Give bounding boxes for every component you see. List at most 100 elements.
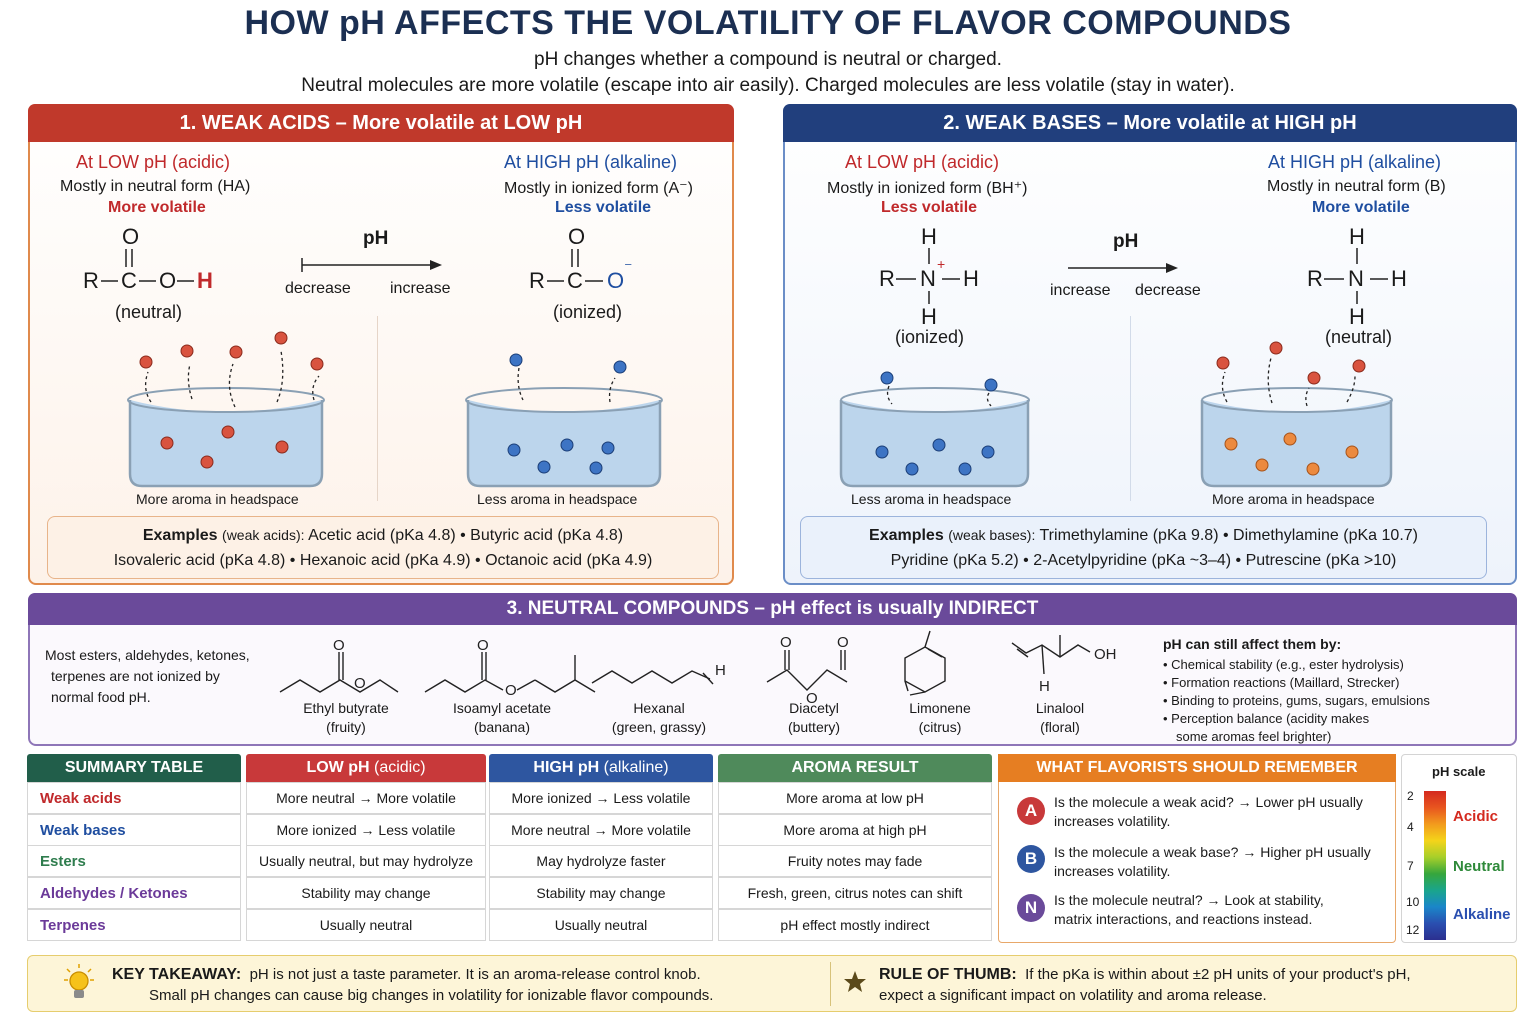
- item-line: increases volatility.: [1054, 863, 1171, 879]
- item-line: Is the molecule a weak base? → Higher pH…: [1054, 844, 1371, 860]
- carboxylate-bonds: [547, 249, 603, 282]
- acid-left-vol: More volatile: [108, 199, 206, 216]
- base-left-caption: Less aroma in headspace: [851, 491, 1012, 507]
- compound-note: (green, grassy): [611, 719, 707, 735]
- acid-left-title: At LOW pH (acidic): [76, 152, 231, 172]
- badge-a: A: [1017, 797, 1045, 825]
- table-header-low: LOW pH (acidic): [246, 754, 486, 782]
- weak-acids-heading: 1. WEAK ACIDS – More volatile at LOW pH: [28, 104, 734, 142]
- atom-c: C: [121, 268, 137, 293]
- weak-acids-panel: 1. WEAK ACIDS – More volatile at LOW pH …: [28, 104, 734, 585]
- acid-arrow-label: pH: [363, 228, 389, 249]
- rule-of-thumb: RULE OF THUMB: If the pKa is within abou…: [879, 964, 1411, 1006]
- examples-label: Examples: [869, 527, 944, 544]
- badge-b: B: [1017, 845, 1045, 873]
- atom-n: N: [1348, 266, 1364, 291]
- o-label: O: [505, 682, 517, 699]
- acid-arrow-right: increase: [390, 280, 451, 297]
- minus-charge: ⁻: [624, 260, 633, 277]
- table-cell: More aroma at low pH: [718, 782, 992, 814]
- affect-item: Binding to proteins, gums, sugars, emuls…: [1171, 693, 1430, 708]
- acid-bonds: [101, 249, 194, 282]
- remember-item: Is the molecule neutral? → Look at stabi…: [1054, 891, 1324, 929]
- remember-heading: WHAT FLAVORISTS SHOULD REMEMBER: [998, 754, 1396, 782]
- neutral-intro: Most esters, aldehydes, ketones, terpene…: [45, 645, 250, 708]
- base-examples-line1: Trimethylamine (pKa 9.8) • Dimethylamine…: [1039, 527, 1418, 544]
- ph-gradient-bar: [1424, 791, 1446, 940]
- oh-label: OH: [1094, 646, 1117, 663]
- o-label: O: [780, 634, 792, 651]
- header-text: HIGH pH: [533, 759, 600, 776]
- item-line: Is the molecule a weak acid? → Lower pH …: [1054, 794, 1363, 810]
- acid-right-vol: Less volatile: [555, 199, 652, 216]
- amine-bonds: [1324, 248, 1388, 304]
- compound-isoamyl-acetate: Isoamyl acetate(banana): [442, 699, 562, 737]
- table-row-label: Esters: [27, 845, 241, 877]
- compound-name: Hexanal: [633, 700, 685, 716]
- affect-item: Chemical stability (e.g., ester hydrolys…: [1171, 657, 1404, 672]
- table-cell: More ionized → Less volatile: [489, 782, 713, 814]
- atom-h: H: [1391, 266, 1407, 291]
- o-label: O: [806, 690, 818, 707]
- rule-line: If the pKa is within about ±2 pH units o…: [1025, 966, 1411, 983]
- base-arrow-label: pH: [1113, 231, 1139, 252]
- compound-note: (fruity): [326, 719, 366, 735]
- table-cell: Stability may change: [489, 877, 713, 909]
- header-sub: (alkaline): [603, 759, 669, 776]
- weak-bases-heading: 2. WEAK BASES – More volatile at HIGH pH: [783, 104, 1517, 142]
- plus-charge: +: [937, 256, 946, 272]
- h-label: H: [1039, 678, 1050, 695]
- acid-high-ph-beaker: [465, 353, 663, 488]
- compound-note: (citrus): [918, 719, 962, 735]
- base-ionized-label: (ionized): [895, 327, 965, 347]
- acid-low-ph-beaker: [127, 331, 325, 488]
- table-cell: pH effect mostly indirect: [718, 909, 992, 941]
- examples-label: Examples: [142, 527, 218, 544]
- atom-o: O: [568, 224, 586, 249]
- table-header-label: SUMMARY TABLE: [27, 754, 241, 782]
- o-label: O: [837, 634, 849, 651]
- base-left-title: At LOW pH (acidic): [845, 152, 1000, 172]
- atom-h: H: [921, 224, 937, 249]
- key-label: KEY TAKEAWAY:: [112, 966, 242, 983]
- ph-scale-panel: pH scale 2 4 7 10 12 Acidic Neutral Alka…: [1401, 754, 1517, 943]
- intro-line: terpenes are not ionized by: [51, 668, 220, 684]
- atom-n: N: [920, 266, 936, 291]
- table-cell: Usually neutral, but may hydrolyze: [246, 845, 486, 877]
- atom-h: H: [921, 304, 937, 329]
- atom-h: H: [1349, 304, 1365, 329]
- neutral-compounds-panel: 3. NEUTRAL COMPOUNDS – pH effect is usua…: [28, 593, 1517, 746]
- table-cell: More aroma at high pH: [718, 814, 992, 846]
- compound-note: (buttery): [787, 719, 841, 735]
- star-icon: [844, 971, 866, 992]
- table-header-result: AROMA RESULT: [718, 754, 992, 782]
- atom-o: O: [122, 224, 140, 249]
- base-right-form: Mostly in neutral form (B): [1267, 178, 1446, 195]
- atom-h-acidic: H: [197, 268, 213, 293]
- affect-item: Perception balance (acidity makes: [1171, 711, 1370, 726]
- table-cell: More ionized → Less volatile: [246, 814, 486, 846]
- examples-kind: (weak bases):: [948, 527, 1036, 543]
- base-ph-arrow: [1068, 263, 1178, 273]
- intro-line: normal food pH.: [51, 689, 151, 705]
- base-left-vol: Less volatile: [881, 199, 978, 216]
- remember-item: Is the molecule a weak acid? → Lower pH …: [1054, 793, 1363, 831]
- atom-r: R: [1307, 266, 1323, 291]
- acid-left-form: Mostly in neutral form (HA): [60, 178, 251, 195]
- base-right-vol: More volatile: [1312, 199, 1410, 216]
- compound-note: (floral): [1040, 719, 1080, 735]
- footer-banner: KEY TAKEAWAY: pH is not just a taste par…: [27, 955, 1517, 1012]
- o-label: O: [354, 675, 366, 692]
- table-cell: Usually neutral: [489, 909, 713, 941]
- table-row-label: Weak bases: [27, 814, 241, 846]
- acid-neutral-label: (neutral): [115, 302, 183, 322]
- compound-name: Isoamyl acetate: [452, 700, 552, 716]
- ph-acidic-label: Acidic: [1453, 808, 1499, 825]
- compound-hexanal: Hexanal (green, grassy): [603, 699, 715, 737]
- compound-name: Linalool: [1035, 700, 1085, 716]
- base-neutral-label: (neutral): [1325, 327, 1393, 347]
- acid-right-title: At HIGH pH (alkaline): [504, 152, 678, 172]
- compound-name: Diacetyl: [789, 700, 839, 716]
- atom-r: R: [879, 266, 895, 291]
- item-line: Is the molecule neutral? → Look at stabi…: [1054, 892, 1324, 908]
